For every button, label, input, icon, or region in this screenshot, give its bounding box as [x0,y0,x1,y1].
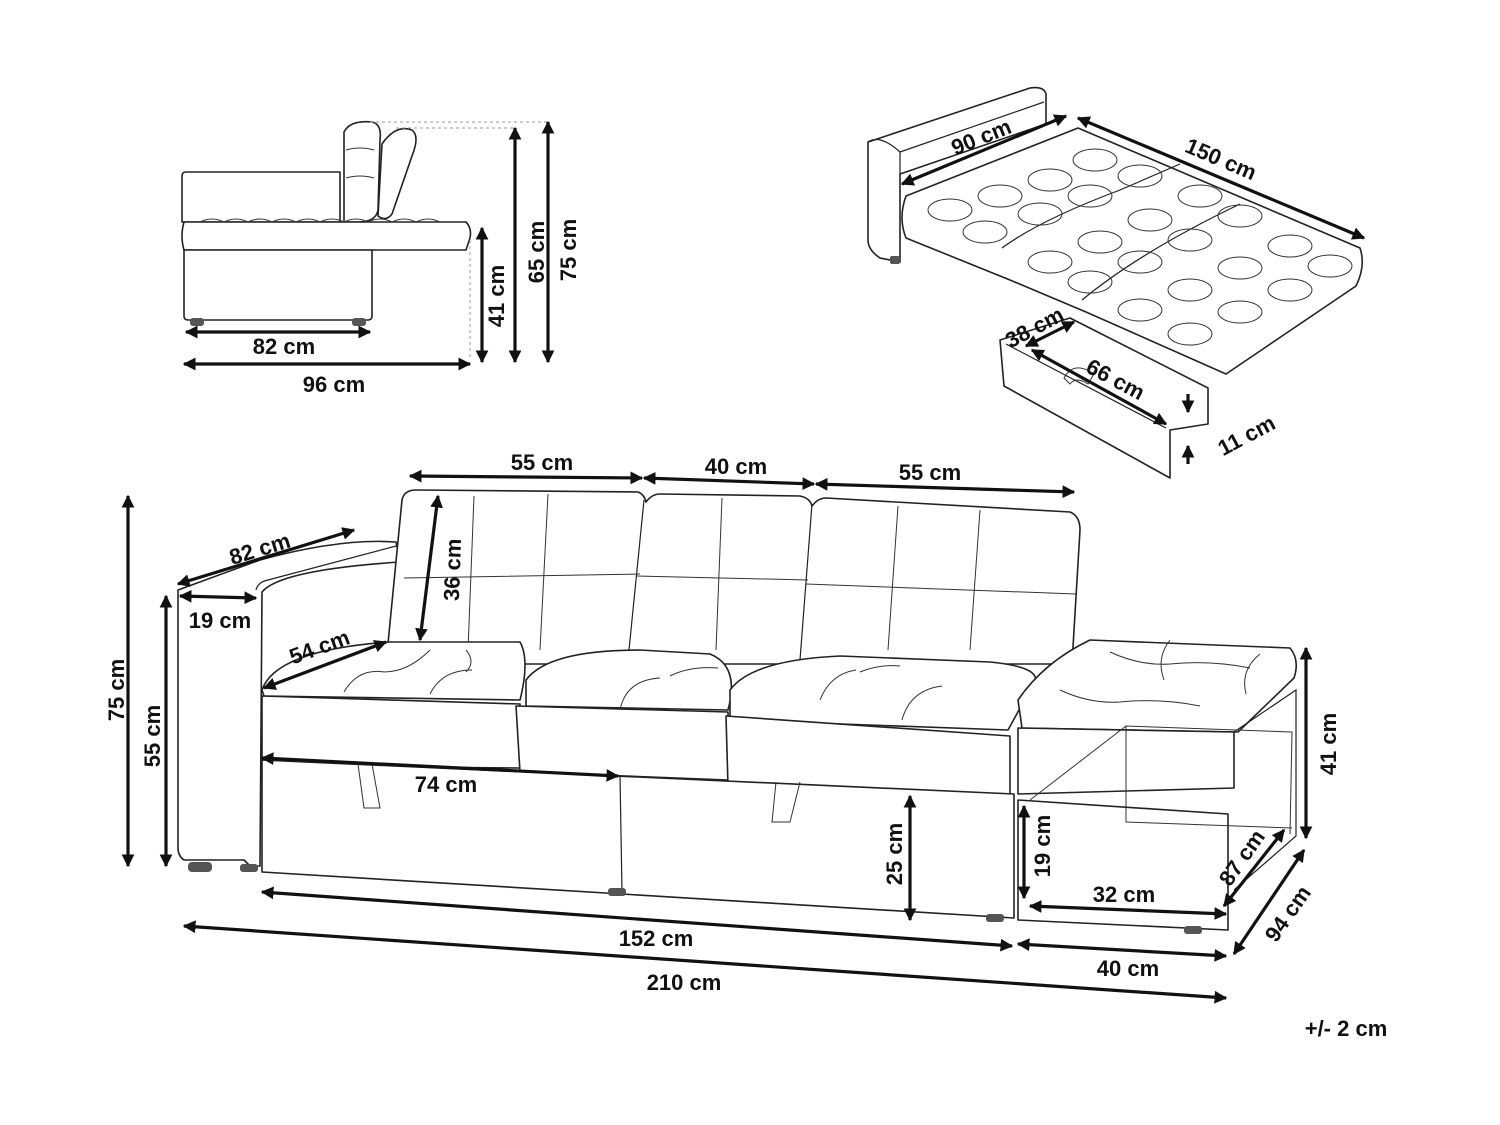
backrest-height-label: 36 cm [439,538,466,601]
drawer-height-label: 11 cm [1214,410,1280,461]
storage-height-label: 25 cm [882,823,907,885]
back-right-width-label: 55 cm [899,460,961,485]
back-left-width-label: 55 cm [511,450,573,475]
ottoman-inner-width-label: 32 cm [1093,882,1155,907]
total-width-label: 210 cm [647,970,722,995]
back-middle-width-arrow [642,472,816,490]
drawer-depth-arrow [1024,320,1076,348]
armrest-width-label: 19 cm [189,608,251,633]
tolerance-note: +/- 2 cm [1305,1016,1388,1041]
ottoman-inner-width-arrow [1028,900,1228,920]
side-seat-depth-label: 82 cm [253,334,315,359]
side-total-height-label: 75 cm [556,219,581,281]
drawer-width-arrow [1030,348,1168,426]
sofa-width-label: 152 cm [619,926,694,951]
side-seat-height-label: 41 cm [484,265,509,327]
ottoman-width-label: 40 cm [1097,956,1159,981]
ottoman-depth-arrow [1232,848,1306,956]
storage-width-label: 74 cm [415,772,477,797]
back-left-width-arrow [408,469,644,485]
bed-view-drawing [867,86,1364,479]
total-width-arrow [182,920,1228,1004]
bed-length-arrow [1076,116,1366,240]
ottoman-height-label: 41 cm [1316,713,1341,775]
front-view-drawing [177,489,1298,934]
side-total-depth-label: 96 cm [303,372,365,397]
storage-width-arrow [260,752,620,782]
total-height-label: 75 cm [104,659,129,721]
armrest-depth-arrow [176,527,356,587]
back-middle-width-label: 40 cm [705,454,767,479]
side-back-height-label: 65 cm [524,221,549,283]
side-view-drawing [181,120,550,360]
ottoman-width-arrow [1016,938,1228,962]
backrest-height-arrow [415,494,443,642]
back-right-width-arrow [814,477,1076,499]
ottoman-depth-label: 94 cm [1260,881,1316,946]
armrest-height-label: 55 cm [140,705,165,767]
armrest-width-arrow [178,589,258,605]
bed-width-arrow [900,114,1068,186]
seat-depth-arrow [262,640,388,690]
ottoman-inner-height-label: 19 cm [1030,815,1055,877]
